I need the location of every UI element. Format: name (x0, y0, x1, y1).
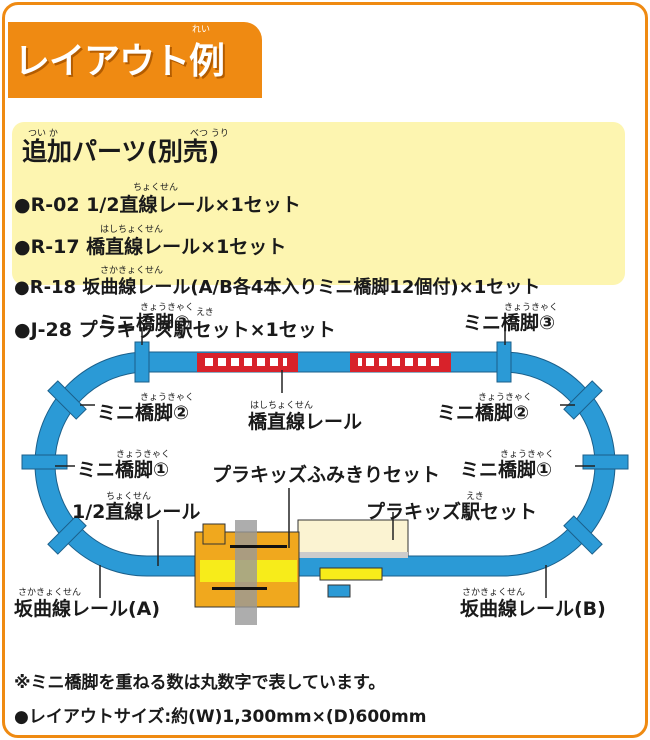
ruby: つい か (28, 129, 58, 139)
ruby: きょうきゃく (116, 450, 171, 460)
ruby: さかきょくせん (462, 588, 526, 598)
label-crossing-set: プラキッズふみきりセット (212, 464, 441, 486)
part-code: ●R-02 (14, 194, 80, 216)
label-slope-b: 坂曲線レール(B) (460, 598, 606, 620)
label-slope-a: 坂曲線レール(A) (14, 598, 161, 620)
page-title: レイアウト例 (14, 41, 225, 82)
ruby: えき (196, 308, 214, 318)
part-text: 坂曲線レール(A/B各4本入りミニ橋脚12個付)×1セット (82, 277, 541, 298)
part-text: プラキッズ駅セット×1セット (78, 319, 336, 341)
part-item-r18: ●R-18 坂曲線レール(A/B各4本入りミニ橋脚12個付)×1セット (14, 273, 540, 299)
ruby: きょうきゃく (478, 393, 533, 403)
ruby: ちょくせん (133, 183, 179, 193)
label-bridge-rail: 橋直線レール (248, 411, 363, 433)
ruby: ちょくせん (106, 492, 152, 502)
ruby: きょうきゃく (504, 303, 559, 313)
label-half-straight: 1/2直線レール (72, 501, 201, 523)
label-station-set: プラキッズ駅セット (366, 501, 538, 523)
ruby: さかきょくせん (100, 266, 164, 276)
bridge-rail-right (350, 353, 451, 372)
title-tab (8, 22, 262, 98)
part-item-r02: ●R-02 1/2直線レール×1セット (14, 190, 301, 217)
ruby: きょうきゃく (140, 303, 195, 313)
ruby: さかきょくせん (18, 588, 82, 598)
ruby: えき (466, 492, 484, 502)
parts-heading: 追加パーツ(別売) (22, 137, 220, 166)
part-item-r17: ●R-17 橋直線レール×1セット (14, 232, 286, 259)
ruby: はしちょくせん (100, 225, 164, 235)
note-layout-size: ●レイアウトサイズ:約(W)1,300mm×(D)600mm (14, 707, 427, 727)
bridge-rail-left (197, 353, 298, 372)
part-text: 1/2直線レール×1セット (86, 194, 301, 216)
label-pier1-right: ミニ橋脚① (460, 459, 553, 481)
parts-panel (12, 122, 625, 285)
part-item-j28: ●J-28 プラキッズ駅セット×1セット (14, 315, 336, 342)
label-pier3-left: ミニ橋脚③ (98, 312, 191, 334)
label-pier2-left: ミニ橋脚② (97, 402, 190, 424)
part-code: ●J-28 (14, 319, 72, 341)
label-pier1-left: ミニ橋脚① (77, 459, 170, 481)
ruby: べつ うり (190, 129, 229, 139)
ruby: きょうきゃく (140, 393, 195, 403)
note-pier-count: ※ミニ橋脚を重ねる数は丸数字で表しています。 (14, 673, 386, 693)
part-code: ●R-18 (14, 277, 77, 298)
title-ruby: れい (192, 25, 211, 35)
ruby: はしちょくせん (250, 401, 314, 411)
ruby: きょうきゃく (500, 450, 555, 460)
crossing-set (194, 520, 300, 625)
leader-lines (55, 327, 595, 598)
station-platform (297, 519, 409, 598)
label-pier3-right: ミニ橋脚③ (463, 312, 556, 334)
part-code: ●R-17 (14, 236, 80, 258)
label-pier2-right: ミニ橋脚② (437, 402, 530, 424)
part-text: 橋直線レール×1セット (86, 236, 287, 258)
